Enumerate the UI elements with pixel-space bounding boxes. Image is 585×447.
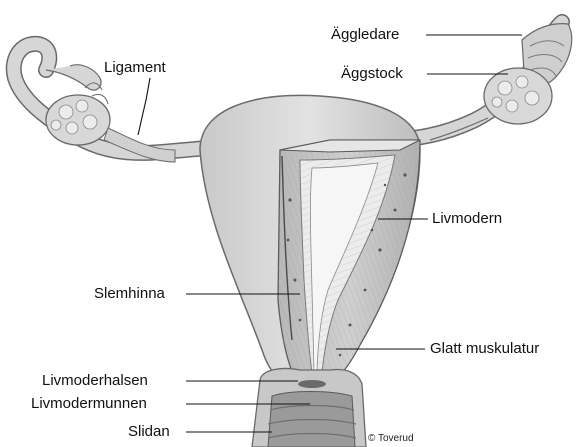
external-os bbox=[298, 380, 326, 388]
label-slemhinna: Slemhinna bbox=[94, 285, 165, 303]
label-livmodermunnen: Livmodermunnen bbox=[31, 395, 147, 413]
label-glatt-muskulatur: Glatt muskulatur bbox=[430, 340, 539, 358]
label-livmoderhalsen: Livmoderhalsen bbox=[42, 372, 148, 390]
label-livmodern: Livmodern bbox=[432, 210, 502, 228]
copyright-credit: © Toverud bbox=[368, 433, 414, 444]
left-ovary bbox=[46, 95, 110, 145]
label-slidan: Slidan bbox=[128, 423, 170, 441]
label-aggledare: Äggledare bbox=[331, 26, 399, 44]
label-ligament: Ligament bbox=[104, 59, 166, 77]
cervix-and-vagina bbox=[252, 368, 366, 447]
label-aggstock: Äggstock bbox=[341, 65, 403, 83]
